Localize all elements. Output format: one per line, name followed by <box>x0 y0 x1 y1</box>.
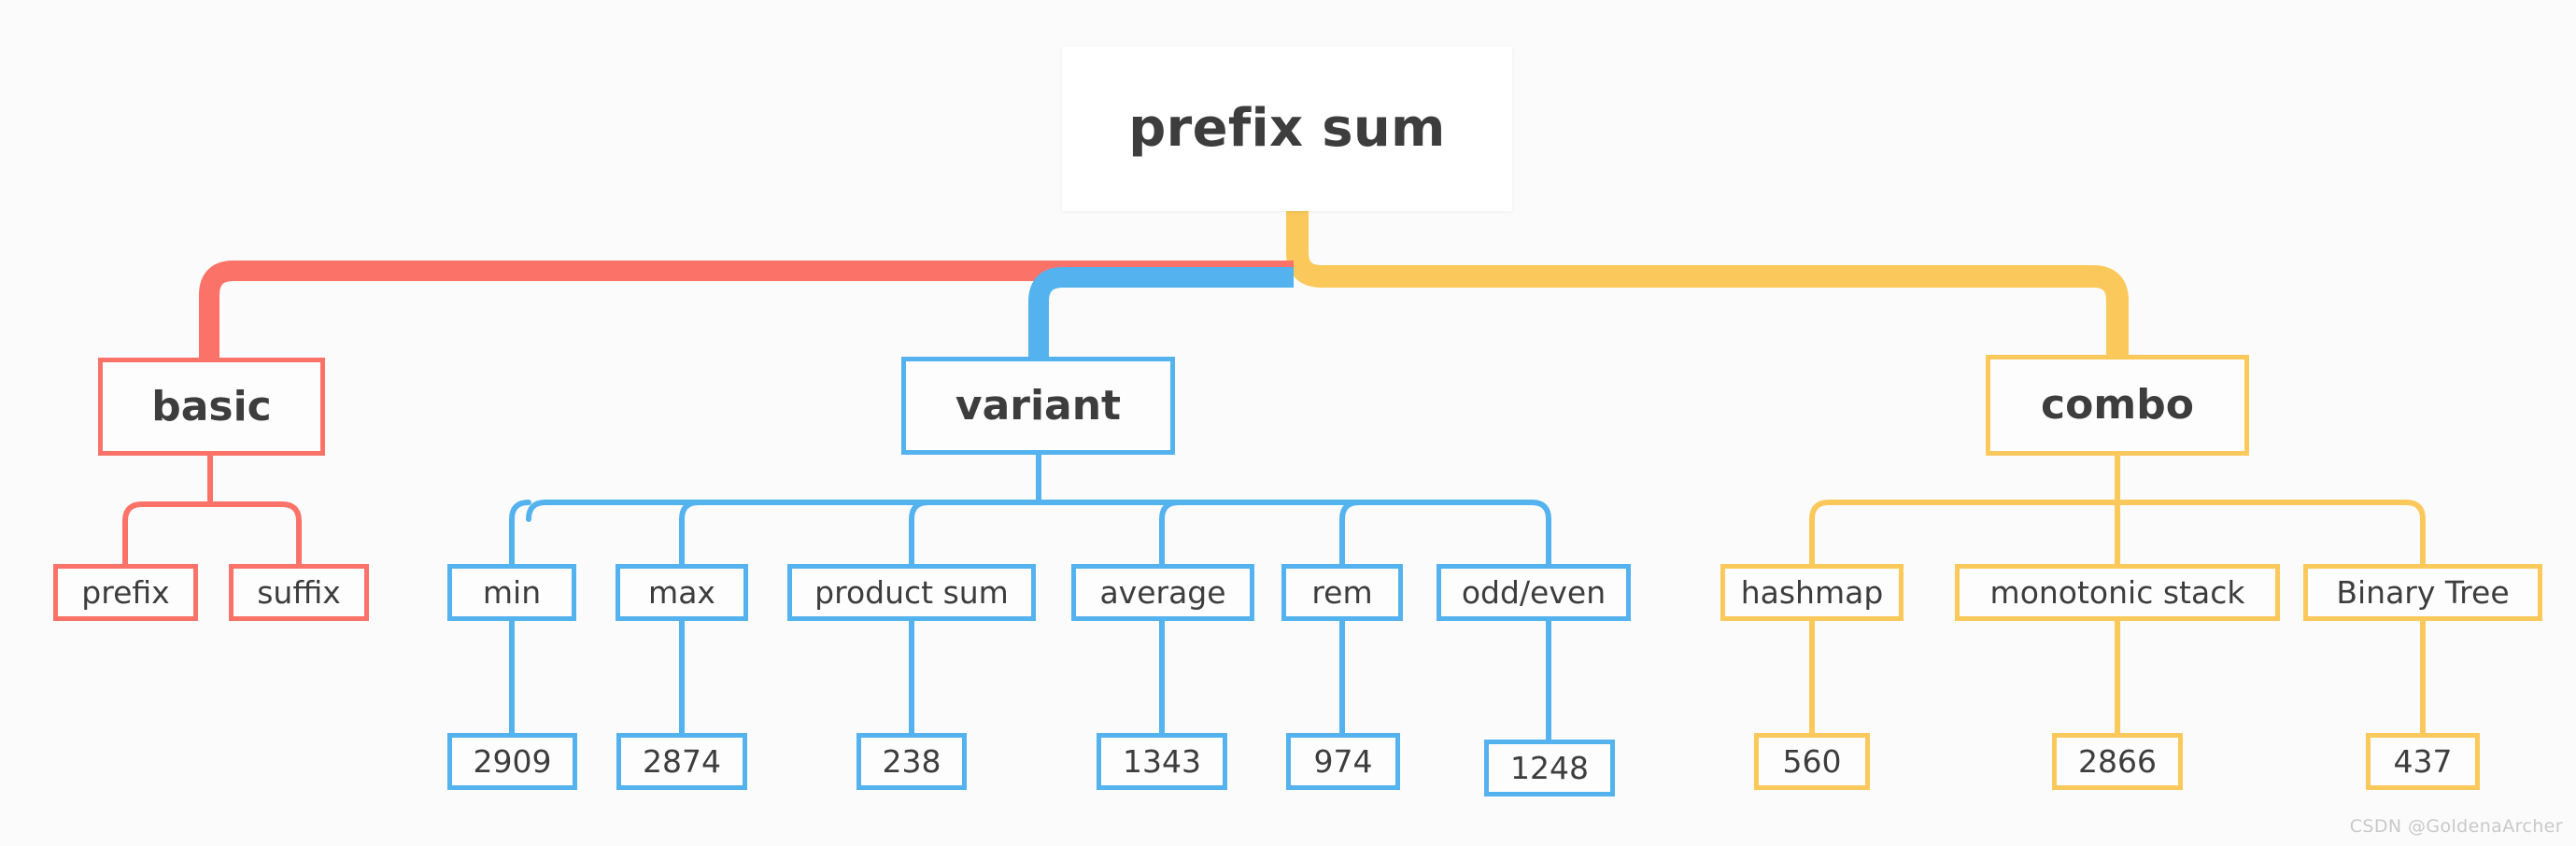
value-node-product-sum[interactable]: 238 <box>856 733 967 790</box>
leaf-node-product-sum-label: product sum <box>814 574 1009 611</box>
leaf-node-suffix[interactable]: suffix <box>229 564 369 621</box>
value-node-min-label: 2909 <box>473 743 552 780</box>
root-node-prefix-sum[interactable]: prefix sum <box>1062 47 1512 211</box>
value-node-product-sum-label: 238 <box>882 743 941 780</box>
branch-node-basic[interactable]: basic <box>98 358 325 456</box>
watermark: CSDN @GoldenaArcher <box>2349 816 2563 837</box>
leaf-node-binary-tree-label: Binary Tree <box>2336 574 2510 611</box>
branch-node-basic-label: basic <box>151 382 272 430</box>
wire-root-to-combo <box>1289 211 1296 278</box>
leaf-node-prefix[interactable]: prefix <box>53 564 198 621</box>
value-node-binary-tree[interactable]: 437 <box>2366 733 2480 790</box>
wire-variant-to-average <box>1159 500 1182 567</box>
value-node-odd-even[interactable]: 1248 <box>1484 740 1615 797</box>
branch-node-variant[interactable]: variant <box>901 357 1175 455</box>
wire-variant-to-max <box>679 500 701 567</box>
leaf-node-binary-tree[interactable]: Binary Tree <box>2303 564 2542 621</box>
branch-node-variant-label: variant <box>955 381 1122 430</box>
leaf-node-min-label: min <box>482 574 542 611</box>
branch-node-combo-label: combo <box>2041 381 2194 429</box>
value-node-average[interactable]: 1343 <box>1097 733 1227 790</box>
value-node-hashmap-label: 560 <box>1782 743 1842 780</box>
root-node-label: prefix sum <box>1128 98 1446 159</box>
wire-combo-bus <box>1809 500 2426 567</box>
leaf-node-min[interactable]: min <box>447 564 576 621</box>
leaf-node-max-label: max <box>648 574 715 611</box>
wire-root-trunk-blue <box>1028 267 1294 357</box>
wire-root-trunk-red <box>199 261 1294 358</box>
value-node-monotonic-stack-label: 2866 <box>2078 743 2157 780</box>
leaf-node-rem[interactable]: rem <box>1281 564 1403 621</box>
value-node-min[interactable]: 2909 <box>447 733 577 790</box>
leaf-node-rem-label: rem <box>1311 574 1373 611</box>
wire-root-trunk-yellow <box>1286 209 2129 355</box>
leaf-node-prefix-label: prefix <box>81 574 170 611</box>
leaf-node-monotonic-stack[interactable]: monotonic stack <box>1955 564 2280 621</box>
leaf-node-hashmap-label: hashmap <box>1740 574 1884 611</box>
value-node-hashmap[interactable]: 560 <box>1754 733 1870 790</box>
wire-variant-to-rem <box>1339 500 1362 567</box>
wire-basic-to-suffix <box>207 501 302 567</box>
leaf-node-suffix-label: suffix <box>257 574 341 611</box>
value-node-rem-label: 974 <box>1313 743 1373 780</box>
leaf-node-product-sum[interactable]: product sum <box>787 564 1036 621</box>
leaf-node-average-label: average <box>1099 574 1226 611</box>
leaf-node-hashmap[interactable]: hashmap <box>1720 564 1904 621</box>
value-node-max[interactable]: 2874 <box>616 733 747 790</box>
branch-node-combo[interactable]: combo <box>1986 355 2249 456</box>
value-node-rem[interactable]: 974 <box>1286 733 1400 790</box>
value-node-monotonic-stack[interactable]: 2866 <box>2052 733 2183 790</box>
value-node-binary-tree-label: 437 <box>2393 743 2453 780</box>
leaf-node-average[interactable]: average <box>1071 564 1254 621</box>
value-node-odd-even-label: 1248 <box>1510 750 1589 786</box>
leaf-node-max[interactable]: max <box>616 564 748 621</box>
leaf-node-monotonic-stack-label: monotonic stack <box>1989 574 2245 611</box>
wire-variant-to-min <box>509 500 531 567</box>
wire-variant-to-productsum <box>909 500 931 567</box>
value-node-max-label: 2874 <box>643 743 721 780</box>
wire-basic-to-prefix <box>122 501 213 567</box>
value-node-average-label: 1343 <box>1123 743 1201 780</box>
leaf-node-odd-even-label: odd/even <box>1461 574 1606 611</box>
wire-variant-bus <box>526 500 1551 567</box>
leaf-node-odd-even[interactable]: odd/even <box>1437 564 1631 621</box>
